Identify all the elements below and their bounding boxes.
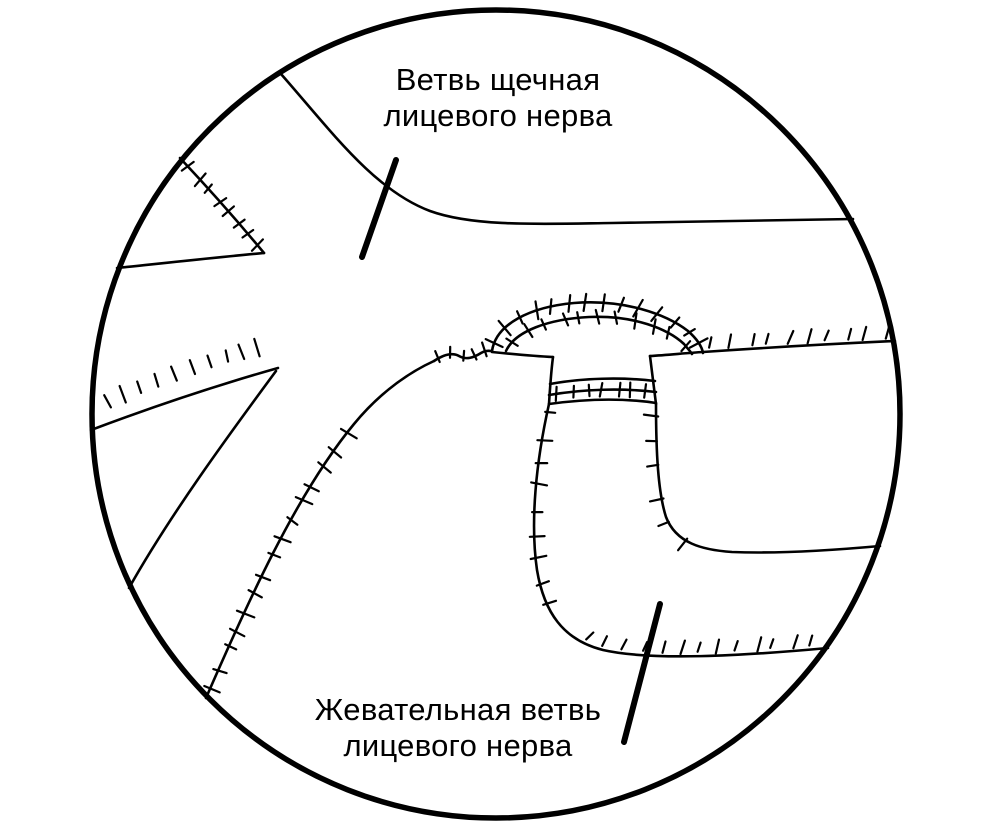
- hatch-guide-arc: [106, 346, 263, 402]
- label-buccal-branch: Ветвь щечная лицевого нерва: [298, 62, 698, 134]
- masseteric-band-right-edge: [654, 402, 882, 554]
- nerve-crossing-inner-arch: [504, 315, 694, 356]
- masseteric-leader-line: [621, 601, 663, 745]
- collar-band-1: [548, 377, 657, 386]
- magnifier-circle: [89, 7, 903, 821]
- upper-left-branch-line-2: [115, 251, 266, 270]
- trunk-lower-edge-right: [701, 339, 897, 354]
- mid-left-branch-line-2: [127, 369, 278, 590]
- buccal-branch-upper-edge: [279, 72, 855, 226]
- label-masseteric-line2: лицевого нерва: [343, 728, 573, 763]
- label-masseteric-branch: Жевательная ветвь лицевого нерва: [258, 692, 658, 764]
- label-buccal-line1: Ветвь щечная: [395, 62, 601, 97]
- neck-left-edge: [547, 355, 555, 406]
- label-buccal-line2: лицевого нерва: [383, 98, 613, 133]
- hatch-marks: [103, 160, 891, 694]
- collar-band-2: [547, 388, 658, 397]
- central-lower-edge: [432, 349, 494, 363]
- nerve-crossing-outer-arch: [490, 301, 705, 355]
- masseteric-band-left-edge: [532, 402, 830, 658]
- lower-left-branch-edge: [204, 359, 436, 700]
- upper-left-branch-line-1: [178, 156, 266, 255]
- collar-band-3: [547, 398, 658, 406]
- buccal-leader-line: [359, 157, 399, 260]
- label-masseteric-line1: Жевательная ветвь: [314, 692, 602, 727]
- under-crossing-left: [490, 350, 555, 359]
- under-crossing-right: [648, 350, 705, 358]
- mid-left-branch-line-1: [89, 366, 280, 432]
